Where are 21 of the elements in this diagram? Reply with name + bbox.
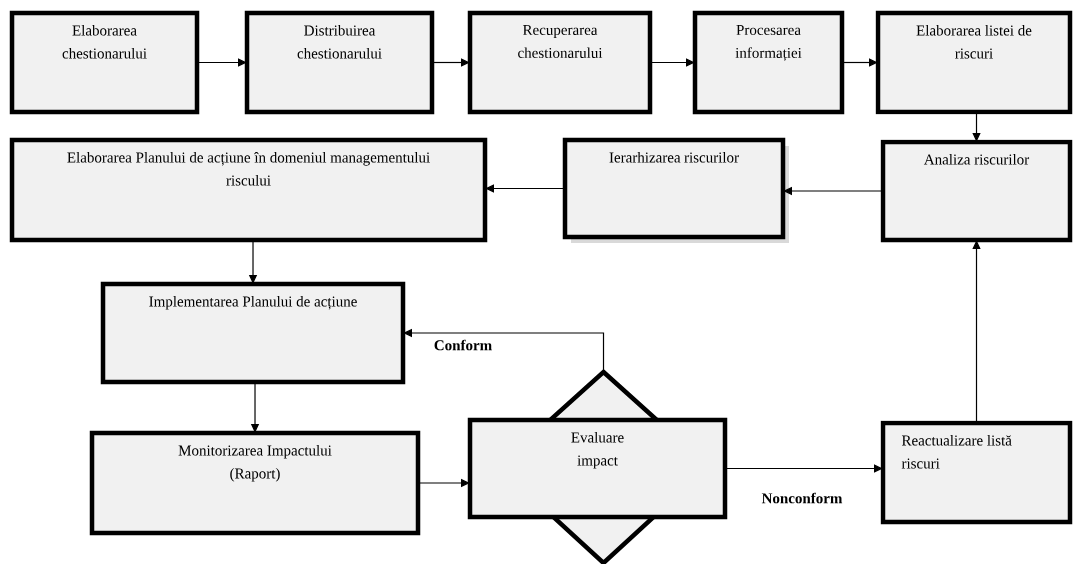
process-box: Procesarea informației: [692, 10, 845, 115]
process-box: Reactualizare listă riscuri: [880, 420, 1073, 525]
arrow: [972, 111, 981, 142]
arrow: [196, 58, 247, 67]
arrow: [485, 184, 566, 193]
arrow: [724, 464, 883, 473]
edge-label: Nonconform: [760, 491, 844, 505]
process-box: Analiza riscurilor: [880, 139, 1073, 243]
process-box: Elaborarea listei de riscuri: [875, 10, 1073, 115]
arrow: [431, 58, 470, 67]
arrow: [972, 240, 981, 424]
arrow: [649, 58, 695, 67]
process-box: Implementarea Planului de acțiune: [100, 281, 406, 385]
process-box: Elaborarea Planului de acțiune în domeniul managementului riscului: [9, 137, 488, 243]
shadowed-box: Ierarhizarea riscurilor: [562, 137, 789, 243]
edge-label: Conform: [432, 338, 494, 352]
process-box: Recuperarea chestionarului: [467, 10, 653, 115]
process-box: Elaborarea chestionarului: [9, 10, 200, 115]
process-box: Monitorizarea Impactului (Raport): [89, 430, 421, 536]
arrow: [841, 58, 878, 67]
process-box: Distribuirea chestionarului: [244, 10, 435, 115]
